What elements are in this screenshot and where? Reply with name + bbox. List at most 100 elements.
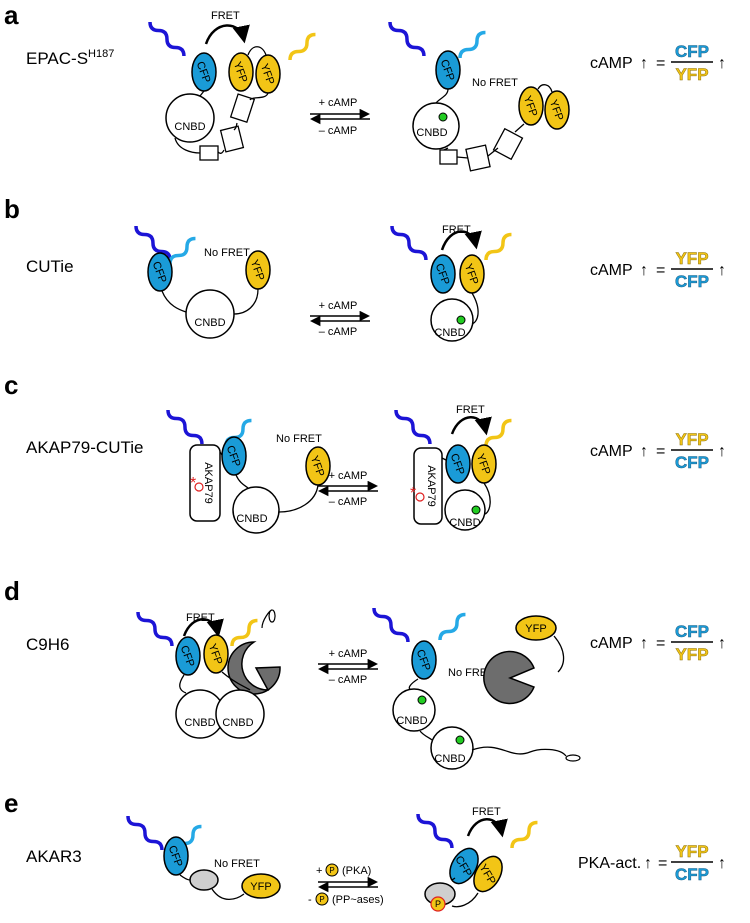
svg-text:↑: ↑: [640, 262, 648, 279]
excitation-wave-icon: [126, 815, 164, 851]
sensor-name-c9h6: C9H6: [26, 635, 69, 654]
svg-text:cAMP: cAMP: [590, 55, 633, 72]
fret-label: FRET: [442, 224, 471, 236]
sensor-name-cutie: CUTie: [26, 257, 74, 276]
svg-text:CNBD: CNBD: [194, 317, 225, 329]
svg-text:+ cAMP: + cAMP: [329, 470, 368, 482]
emission-wave-icon: [510, 820, 538, 849]
svg-text:cAMP: cAMP: [590, 443, 633, 460]
fret-label: FRET: [211, 10, 240, 22]
emission-wave-icon: [168, 236, 196, 265]
akap-cutie-unbound-state: AKAP79 * CFP No FRET YFP CNBD: [166, 409, 331, 534]
equilibrium-arrows: + cAMP – cAMP: [309, 97, 371, 137]
panel-letter-b: b: [4, 194, 20, 224]
svg-text:YFP: YFP: [250, 881, 271, 893]
yfp-domain: [241, 873, 281, 899]
svg-text:cAMP: cAMP: [590, 262, 633, 279]
svg-text:CNBD: CNBD: [236, 513, 267, 525]
epac-bound-state: CFP No FRET CNBD YFP YFP: [388, 21, 570, 172]
svg-text:↑: ↑: [718, 55, 726, 72]
sensor-name-akap79-cutie: AKAP79-CUTie: [26, 438, 143, 457]
svg-text:(PKA): (PKA): [342, 865, 371, 877]
svg-text:+ cAMP: + cAMP: [329, 648, 368, 660]
yfp-domain-2: [544, 90, 570, 130]
emission-wave-icon: [288, 32, 316, 61]
cfp-domain: [430, 254, 456, 294]
excitation-wave-icon: [390, 225, 428, 261]
ratio-denominator: CFP: [675, 453, 709, 472]
ratio-numerator: CFP: [675, 622, 709, 641]
cnbd-domain: [232, 486, 280, 534]
c9h6-bound-state: CFP No FRET YFP CNBD CNBD: [372, 607, 581, 770]
emission-wave-icon: [484, 418, 512, 447]
svg-text:CNBD: CNBD: [184, 717, 215, 729]
ratio-denominator: YFP: [675, 65, 708, 84]
panel-d: d C9H6 FRET CFP YFP CNBD CNBD + cAMP – c…: [4, 576, 726, 770]
svg-text:+ cAMP: + cAMP: [319, 300, 358, 312]
svg-text:PKA-act.: PKA-act.: [578, 855, 641, 872]
ratio-denominator: CFP: [675, 272, 709, 291]
cnbd-domain: [444, 489, 486, 531]
svg-text:↑: ↑: [640, 55, 648, 72]
svg-text:=: =: [658, 855, 667, 872]
phosphate-icon: [430, 896, 446, 912]
cnbd-domain: [412, 102, 460, 150]
fret-arrow: [466, 818, 508, 838]
cnbd-domain: [430, 298, 474, 342]
camp-ligand: [438, 112, 448, 122]
mutation-star-icon: *: [190, 475, 196, 492]
ratio-numerator: YFP: [675, 249, 708, 268]
svg-text:P: P: [329, 866, 334, 875]
camp-ligand: [417, 695, 427, 705]
svg-text:– cAMP: – cAMP: [329, 674, 368, 686]
cutie-unbound-state: CFP No FRET YFP CNBD: [134, 225, 271, 339]
phospho-binding-domain: [189, 869, 219, 891]
equilibrium-arrows: + cAMP – cAMP: [309, 300, 371, 338]
cfp-domain: [445, 444, 471, 484]
svg-text:YFP: YFP: [525, 623, 546, 635]
cfp-domain: [175, 636, 201, 676]
svg-text:+: +: [316, 865, 322, 877]
readout-b: cAMP ↑ = YFP CFP ↑: [590, 249, 726, 292]
excitation-wave-icon: [148, 21, 186, 57]
equilibrium-arrows: + cAMP – cAMP: [317, 470, 379, 508]
binding-partner-domain: [483, 650, 535, 705]
camp-ligand: [456, 315, 466, 325]
readout-e: PKA-act. ↑ = YFP CFP ↑: [578, 842, 726, 885]
phosphate-icon: [315, 892, 329, 906]
svg-text:(PP~ases): (PP~ases): [332, 894, 384, 906]
svg-text:↑: ↑: [718, 635, 726, 652]
ratio-numerator: YFP: [675, 842, 708, 861]
akar3-phosphorylated-state: FRET CFP YFP P: [416, 806, 538, 912]
yfp-domain: [515, 615, 557, 641]
excitation-wave-icon: [388, 21, 426, 57]
svg-text:↑: ↑: [718, 443, 726, 460]
akap79-anchor: [189, 444, 221, 522]
svg-text:=: =: [656, 55, 665, 72]
svg-text:↑: ↑: [718, 262, 726, 279]
panel-b: b CUTie CFP No FRET YFP CNBD + cAMP – cA…: [4, 194, 726, 342]
excitation-wave-icon: [372, 607, 410, 643]
emission-wave-icon: [438, 612, 466, 641]
svg-text:=: =: [656, 262, 665, 279]
panel-letter-c: c: [4, 370, 18, 400]
cutie-bound-state: FRET CFP YFP CNBD: [390, 224, 512, 342]
no-fret-label: No FRET: [276, 433, 322, 445]
cnbd-domain-2: [215, 689, 265, 739]
sensor-name-epac: EPAC-SH187: [26, 48, 114, 68]
fret-label: FRET: [472, 806, 501, 818]
svg-text:↑: ↑: [640, 635, 648, 652]
svg-text:CNBD: CNBD: [434, 753, 465, 765]
yfp-domain: [518, 86, 544, 126]
ratio-denominator: YFP: [675, 645, 708, 664]
akap79-anchor: [413, 447, 443, 525]
svg-text:-: -: [308, 894, 312, 906]
no-fret-label: No FRET: [448, 667, 494, 679]
cfp-domain: [221, 436, 247, 476]
akar3-unphosphorylated-state: CFP No FRET YFP: [126, 815, 281, 901]
excitation-wave-icon: [134, 225, 172, 261]
panel-letter-e: e: [4, 788, 18, 818]
binding-partner-domain: [227, 641, 281, 695]
panel-e: e AKAR3 CFP No FRET YFP + P (PKA) - P (P…: [4, 788, 726, 912]
